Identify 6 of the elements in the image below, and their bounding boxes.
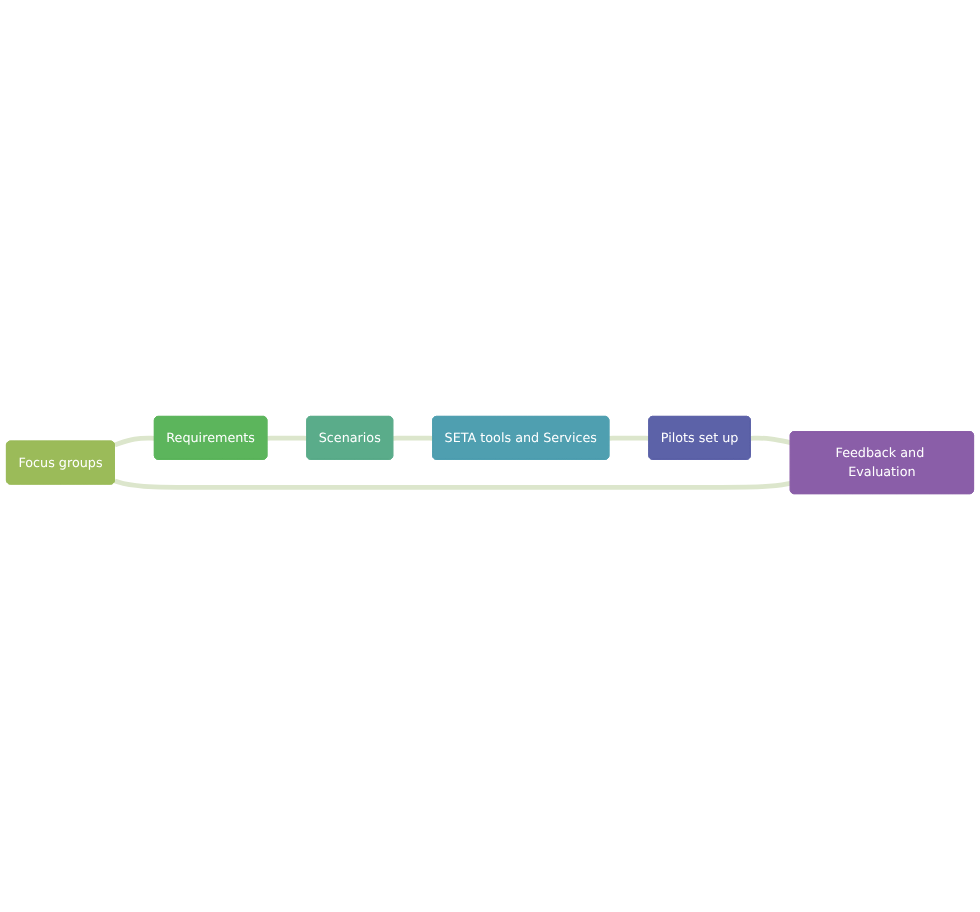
connector — [114, 479, 792, 491]
connector — [393, 436, 434, 442]
connector — [750, 436, 792, 446]
connector — [114, 436, 155, 449]
connector — [609, 436, 650, 442]
connector — [267, 436, 308, 442]
